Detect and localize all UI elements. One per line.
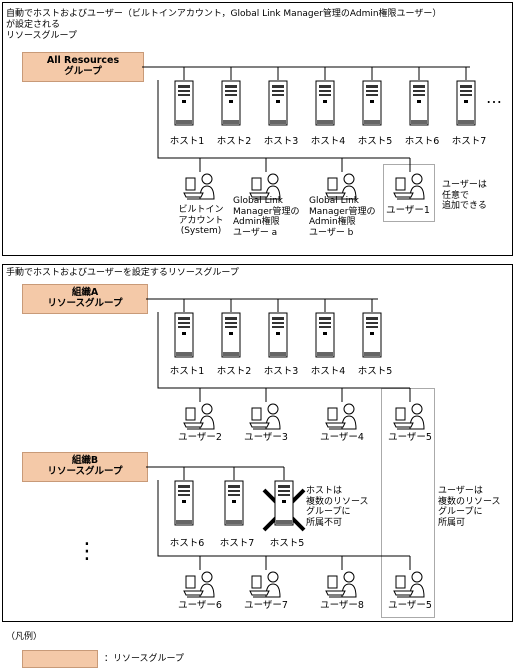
host-label: ホスト6 <box>169 538 205 549</box>
user-label: ユーザー3 <box>244 432 288 443</box>
org-a-group-line2: リソースグループ <box>47 298 123 309</box>
host-label: ホスト1 <box>169 366 205 377</box>
legend-item-label: ：リソースグループ <box>104 654 185 664</box>
user-label: ユーザー8 <box>320 600 364 611</box>
admin-a-line: Global Link <box>233 196 284 206</box>
section1-heading-line1: 自動でホストおよびユーザー（ビルトインアカウント，Global Link Man… <box>6 9 442 19</box>
builtin-line: ビルトイン <box>178 205 224 215</box>
host-note-line: 複数のリソース <box>306 496 369 507</box>
builtin-line: (System) <box>180 226 222 236</box>
user-label: ユーザー5 <box>388 432 432 443</box>
admin-user-b-label: Global Link Manager管理の Admin権限 ユーザー b <box>309 196 375 238</box>
user-label: ユーザー7 <box>244 600 288 611</box>
user-note: ユーザーは 複数のリソース グループに 所属可 <box>438 486 501 528</box>
host-note-line: 所属不可 <box>306 517 343 528</box>
user-note-line: ユーザーは <box>438 486 483 496</box>
host-label: ホスト5 <box>269 538 305 549</box>
note-line: 任意で <box>442 190 470 201</box>
admin-a-line: Manager管理の <box>233 206 300 217</box>
admin-b-line: Global Link <box>309 196 360 206</box>
host-label: ホスト5 <box>357 366 393 377</box>
user-label: ユーザー4 <box>320 432 364 443</box>
host-label: ホスト6 <box>404 136 440 147</box>
admin-a-line: ユーザー a <box>233 227 278 238</box>
manual-resource-group-panel <box>2 264 513 622</box>
builtin-line: アカウント <box>178 215 224 226</box>
note-line: ユーザーは <box>442 180 487 190</box>
user-note-line: グループに <box>438 507 483 517</box>
user1-label: ユーザー1 <box>386 205 430 216</box>
optional-user-note: ユーザーは 任意で 追加できる <box>442 180 487 212</box>
all-resources-group-line1: All Resources <box>46 55 120 66</box>
user-note-line: 所属可 <box>438 517 466 528</box>
host-note-line: グループに <box>306 507 351 517</box>
admin-b-line: Admin権限 <box>309 217 356 227</box>
all-resources-group: All Resources グループ <box>22 52 144 82</box>
admin-b-line: ユーザー b <box>309 227 354 238</box>
user-label: ユーザー6 <box>178 600 222 611</box>
host-label: ホスト5 <box>357 136 393 147</box>
host-note: ホストは 複数のリソース グループに 所属不可 <box>306 486 369 528</box>
host-label: ホスト3 <box>263 136 299 147</box>
host-label: ホスト2 <box>216 366 252 377</box>
note-line: 追加できる <box>442 201 487 211</box>
host-label: ホスト7 <box>451 136 487 147</box>
builtin-account-label: ビルトイン アカウント (System) <box>176 205 226 237</box>
host-label: ホスト4 <box>310 136 346 147</box>
host-label: ホスト3 <box>263 366 299 377</box>
more-groups-vdots: ⋮ <box>76 539 98 564</box>
org-b-group-line1: 組織B <box>71 455 99 466</box>
org-b-group-line2: リソースグループ <box>47 466 123 477</box>
user-note-line: 複数のリソース <box>438 496 501 507</box>
more-hosts-ellipsis: … <box>486 88 502 107</box>
org-b-group: 組織B リソースグループ <box>22 452 148 482</box>
section2-heading: 手動でホストおよびユーザーを設定するリソースグループ <box>6 268 239 278</box>
org-a-group: 組織A リソースグループ <box>22 284 148 314</box>
legend-swatch <box>22 650 98 668</box>
section1-heading-line3: リソースグループ <box>6 31 78 41</box>
host-label: ホスト1 <box>169 136 205 147</box>
user-label: ユーザー2 <box>178 432 222 443</box>
host-label: ホスト7 <box>219 538 255 549</box>
admin-b-line: Manager管理の <box>309 206 376 217</box>
legend-title: （凡例） <box>6 632 43 642</box>
all-resources-group-line2: グループ <box>64 66 102 77</box>
section1-heading-line2: が設定される <box>6 20 61 30</box>
admin-user-a-label: Global Link Manager管理の Admin権限 ユーザー a <box>233 196 299 238</box>
user-label: ユーザー5 <box>388 600 432 611</box>
host-label: ホスト4 <box>310 366 346 377</box>
host-label: ホスト2 <box>216 136 252 147</box>
admin-a-line: Admin権限 <box>233 217 280 227</box>
org-a-group-line1: 組織A <box>71 287 99 298</box>
host-note-line: ホストは <box>306 486 343 496</box>
